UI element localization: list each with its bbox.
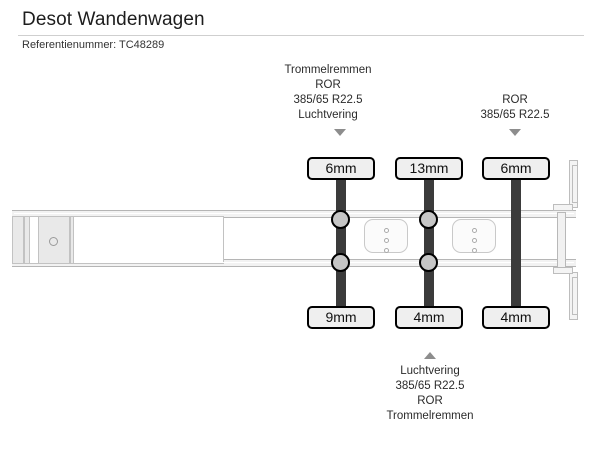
- tread-badge-axle-1-bottom[interactable]: 9mm: [307, 306, 375, 329]
- annotation-line: 385/65 R22.5: [395, 380, 465, 392]
- hanger-hole: [472, 228, 477, 233]
- rear-bracket-upper: [553, 204, 573, 211]
- caret-down-icon: [334, 129, 346, 136]
- wheel-axle-2-top: [419, 210, 438, 229]
- page-title: Desot Wandenwagen: [22, 9, 205, 30]
- rear-upright-lower-inner: [572, 277, 578, 315]
- axle-bar-2: [424, 180, 434, 310]
- rear-crossmember: [557, 212, 566, 268]
- annotation-line: ROR: [315, 79, 341, 91]
- axle-bar-1: [336, 180, 346, 310]
- tread-badge-axle-1-top[interactable]: 6mm: [307, 157, 375, 180]
- annotation-line: Trommelremmen: [284, 64, 372, 76]
- wheel-axle-1-bottom: [331, 253, 350, 272]
- wheel-axle-1-top: [331, 210, 350, 229]
- annotation-line: 385/65 R22.5: [293, 94, 363, 106]
- tread-badge-axle-2-bottom[interactable]: 4mm: [395, 306, 463, 329]
- annotation-group-bottom: Luchtvering 385/65 R22.5 ROR Trommelremm…: [370, 364, 490, 424]
- hanger-hole: [472, 248, 477, 253]
- rear-bracket-lower: [553, 267, 573, 274]
- caret-down-icon: [509, 129, 521, 136]
- suspension-hanger-2: [452, 219, 496, 253]
- hanger-hole: [472, 238, 477, 243]
- title-divider: [18, 35, 584, 36]
- rear-upright-upper-inner: [572, 165, 578, 203]
- reference-number: Referentienummer: TC48289: [22, 39, 165, 51]
- front-rib: [70, 216, 74, 264]
- annotation-line: ROR: [502, 94, 528, 106]
- caret-up-icon: [424, 352, 436, 359]
- front-edge-block: [12, 216, 24, 264]
- hanger-hole: [384, 238, 389, 243]
- annotation-line: Luchtvering: [298, 109, 358, 121]
- annotation-group-rear-axle: ROR 385/65 R22.5: [455, 93, 575, 123]
- axle-bar-3: [511, 180, 521, 310]
- chassis-rail-upper-highlight: [14, 213, 574, 214]
- tread-badge-axle-3-top[interactable]: 6mm: [482, 157, 550, 180]
- hanger-hole: [384, 228, 389, 233]
- wheel-axle-2-bottom: [419, 253, 438, 272]
- tread-badge-axle-2-top[interactable]: 13mm: [395, 157, 463, 180]
- annotation-line: Luchtvering: [400, 365, 460, 377]
- annotation-line: 385/65 R22.5: [480, 109, 550, 121]
- chassis-rail-upper: [12, 210, 576, 218]
- front-rib: [24, 216, 30, 264]
- chassis-rail-lower-highlight: [14, 262, 574, 263]
- annotation-line: Trommelremmen: [386, 410, 474, 422]
- annotation-line: ROR: [417, 395, 443, 407]
- hanger-hole: [384, 248, 389, 253]
- annotation-group-front-axles: Trommelremmen ROR 385/65 R22.5 Luchtveri…: [268, 63, 388, 123]
- tread-badge-axle-3-bottom[interactable]: 4mm: [482, 306, 550, 329]
- kingpin-icon: [49, 237, 58, 246]
- chassis-rail-lower: [12, 259, 576, 267]
